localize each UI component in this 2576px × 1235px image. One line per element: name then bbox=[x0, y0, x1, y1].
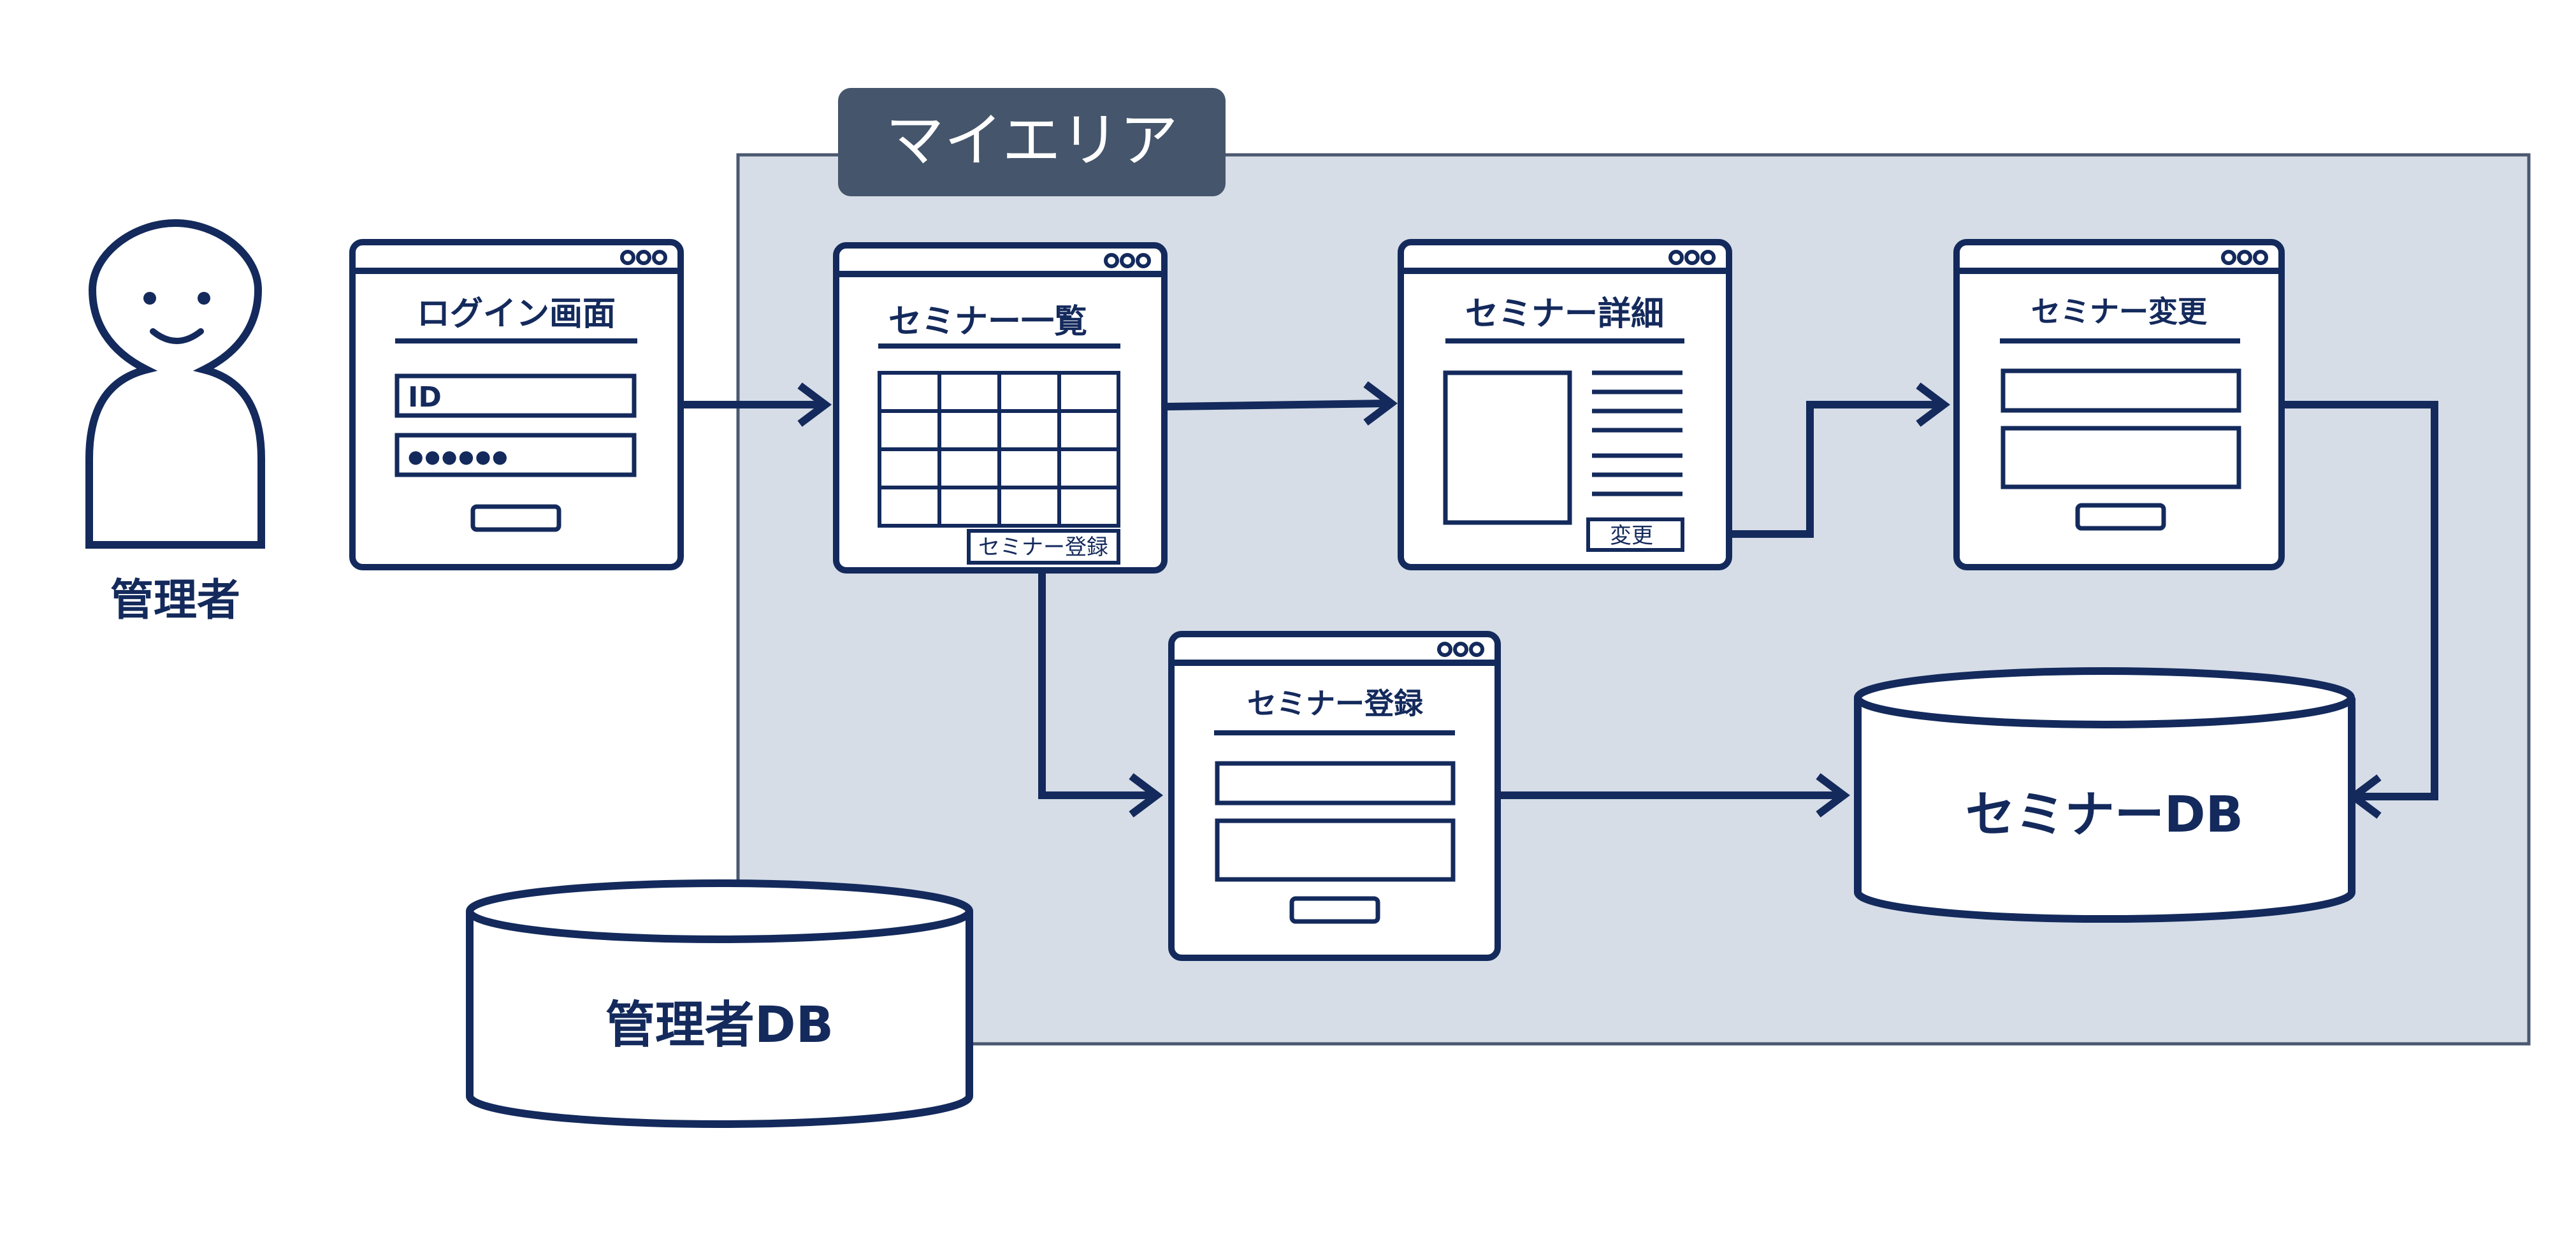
seminar-list-screen: セミナー一覧 セミナー登録 bbox=[833, 242, 1168, 574]
actor-label: 管理者 bbox=[110, 575, 240, 626]
register-submit-button[interactable] bbox=[1289, 896, 1380, 924]
detail-change-button-label: 変更 bbox=[1610, 523, 1653, 549]
arrowhead-detail-to-change bbox=[1916, 382, 1950, 427]
seminar-db-top bbox=[1854, 667, 2355, 728]
seminar-change-screen: セミナー変更 bbox=[1953, 239, 2285, 570]
change-title: セミナー変更 bbox=[2031, 294, 2208, 329]
admin-db-top bbox=[466, 879, 973, 943]
arrowhead-list-to-register bbox=[1129, 773, 1163, 818]
arrow-change-to-db bbox=[2278, 401, 2438, 800]
window-dots-icon bbox=[2221, 250, 2268, 265]
arrowhead-list-to-detail bbox=[1363, 381, 1398, 426]
detail-text-lines bbox=[1592, 370, 1682, 496]
register-field-1[interactable] bbox=[1215, 761, 1456, 805]
login-password-field[interactable] bbox=[394, 433, 637, 477]
detail-change-button[interactable] bbox=[1586, 517, 1684, 552]
seminar-db: セミナーDB bbox=[1854, 667, 2355, 923]
list-register-button-label: セミナー登録 bbox=[978, 535, 1108, 560]
login-screen: ログイン画面 ID ●●●●●● bbox=[349, 239, 684, 570]
list-table bbox=[878, 371, 1120, 528]
person-icon bbox=[85, 219, 265, 549]
arrowhead-register-to-db bbox=[1816, 773, 1850, 818]
window-dots-icon bbox=[620, 250, 667, 265]
arrowhead-login-to-list bbox=[797, 382, 832, 427]
change-field-1[interactable] bbox=[2001, 368, 2241, 413]
register-field-2[interactable] bbox=[1215, 818, 1456, 882]
login-password-text: ●●●●●● bbox=[408, 446, 509, 467]
change-submit-button[interactable] bbox=[2075, 503, 2166, 531]
my-area-label: マイエリア bbox=[885, 106, 1178, 175]
my-area-tag bbox=[838, 88, 1226, 196]
admin-db: 管理者DB bbox=[466, 879, 973, 1128]
change-field-2[interactable] bbox=[2001, 426, 2241, 489]
window-dots-icon bbox=[1668, 250, 1716, 265]
admin-actor: 管理者 bbox=[85, 219, 265, 626]
admin-db-body bbox=[466, 911, 973, 1128]
seminar-db-body bbox=[1854, 698, 2355, 923]
login-title: ログイン画面 bbox=[417, 295, 616, 333]
admin-db-label: 管理者DB bbox=[605, 997, 834, 1054]
list-title: セミナー一覧 bbox=[888, 303, 1087, 341]
list-register-button[interactable] bbox=[967, 529, 1120, 565]
login-id-text: ID bbox=[408, 381, 442, 414]
register-title: セミナー登録 bbox=[1247, 686, 1424, 721]
detail-image-placeholder bbox=[1443, 370, 1572, 525]
window-dots-icon bbox=[1437, 642, 1484, 657]
seminar-detail-screen: セミナー詳細 変更 bbox=[1398, 239, 1732, 570]
arrow-detail-to-change bbox=[1675, 401, 1941, 538]
window-dots-icon bbox=[1104, 253, 1151, 268]
seminar-register-screen: セミナー登録 bbox=[1168, 631, 1501, 961]
detail-title: セミナー詳細 bbox=[1465, 295, 1664, 333]
login-button[interactable] bbox=[470, 504, 561, 532]
login-id-field[interactable] bbox=[394, 373, 637, 418]
arrow-list-to-register bbox=[1038, 561, 1154, 799]
seminar-db-label: セミナーDB bbox=[1965, 786, 2243, 844]
